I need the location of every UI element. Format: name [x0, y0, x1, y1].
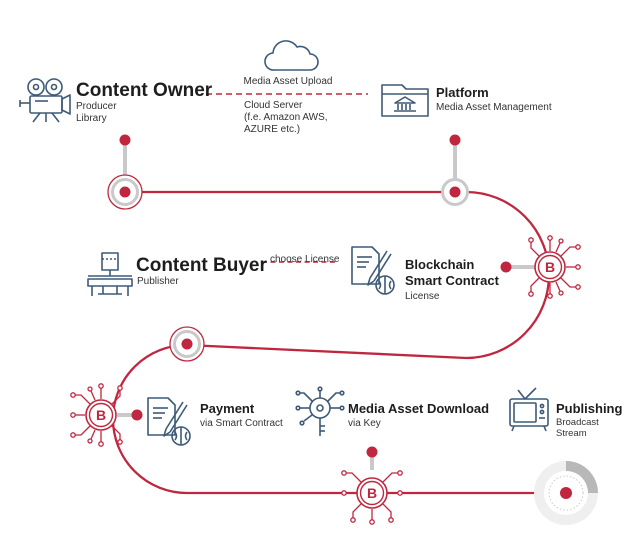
payment-subtitle: via Smart Contract — [200, 418, 283, 429]
content-owner-line-1: Producer — [76, 101, 117, 112]
tv-icon — [509, 387, 549, 432]
upload-detail-1: Cloud Server — [244, 100, 303, 111]
folder-bank-icon — [381, 84, 429, 117]
blockchain-b-icon — [528, 235, 581, 299]
cloud-icon — [264, 40, 319, 71]
publishing-line-2: Stream — [556, 428, 587, 439]
publishing-title: Publishing — [556, 401, 623, 416]
buyer-node — [169, 326, 205, 362]
owner-node — [107, 174, 143, 210]
content-buyer-subtitle: Publisher — [137, 276, 179, 287]
upload-detail-2: (f.e. Amazon AWS, — [244, 112, 328, 123]
key-circuit-icon — [295, 386, 345, 436]
office-desk-icon — [87, 252, 133, 296]
download-title: Media Asset Download — [348, 401, 490, 416]
blockchain-badge-letter: B — [545, 259, 555, 275]
download-stem — [366, 446, 378, 470]
payment-title: Payment — [200, 401, 255, 416]
publishing-line-1: Broadcast — [556, 417, 599, 428]
contract-brain-icon — [351, 246, 395, 295]
blockchain-badge-letter: B — [367, 485, 377, 501]
film-camera-icon — [19, 78, 71, 123]
content-owner-line-2: Library — [76, 113, 107, 124]
contract-brain-icon — [147, 397, 191, 446]
blockchain-badge-letter: B — [96, 407, 106, 423]
blockchain-title-line-2: Smart Contract — [405, 273, 499, 288]
content-buyer-title: Content Buyer — [136, 255, 267, 276]
platform-subtitle: Media Asset Management — [436, 102, 552, 113]
blockchain-title-line-1: Blockchain — [405, 257, 475, 272]
blockchain-subtitle: License — [405, 291, 440, 302]
blockchain-b-icon — [70, 383, 123, 447]
upload-label: Media Asset Upload — [243, 76, 333, 87]
workflow-path — [111, 190, 566, 495]
platform-node — [441, 178, 469, 206]
payment-stem — [117, 409, 143, 421]
upload-detail-3: AZURE etc.) — [244, 124, 301, 135]
publishing-end-node — [534, 461, 598, 525]
content-owner-title: Content Owner — [76, 80, 213, 101]
platform-title: Platform — [436, 85, 489, 100]
choose-license-label: choose License — [270, 254, 340, 265]
blockchain-stem — [500, 261, 535, 273]
platform-stem — [449, 134, 461, 182]
download-subtitle: via Key — [348, 418, 381, 429]
blockchain-b-icon — [341, 470, 403, 525]
